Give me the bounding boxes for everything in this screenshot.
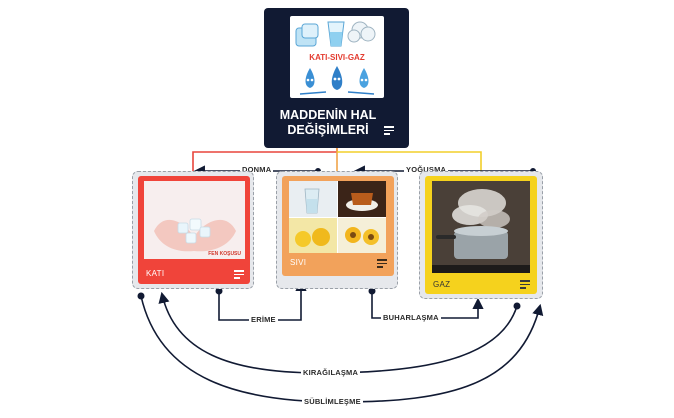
kati-watermark: FEN KOŞUSU [208,251,241,257]
label-sublimlesme: SÜBLİMLEŞME [302,397,363,406]
dot-sublimlesme [137,292,145,300]
states-illustration: KATI-SIVI-GAZ [290,16,384,98]
dot-buharlasma [368,287,376,295]
root-title: MADDENİN HAL DEĞİŞİMLERİ [264,108,392,138]
kati-label: KATI [146,269,165,278]
menu-icon[interactable] [377,259,387,268]
kati-card[interactable]: FEN KOŞUSU KATI [138,176,250,284]
label-yogusma: YOĞUŞMA [404,165,449,174]
gaz-image [432,181,530,273]
menu-icon[interactable] [384,126,394,135]
sivi-label: SIVI [290,258,307,267]
root-title-line1: MADDENİN HAL [279,108,377,122]
branch-line-gaz [337,151,482,174]
sivi-card[interactable]: SIVI [282,176,394,276]
sivi-image [289,181,386,253]
illustration-caption: KATI-SIVI-GAZ [309,53,365,62]
dot-erime [215,287,223,295]
gaz-card[interactable]: GAZ [425,176,537,294]
menu-icon[interactable] [520,280,530,289]
kati-image: FEN KOŞUSU [144,181,245,259]
label-buharlasma: BUHARLAŞMA [381,313,441,322]
label-donma: DONMA [240,165,274,174]
label-erime: ERİME [249,315,278,324]
menu-icon[interactable] [234,270,244,279]
gaz-label: GAZ [433,280,451,289]
label-kiragilasma: KIRAĞILAŞMA [301,368,361,377]
root-topic-card[interactable]: KATI-SIVI-GAZ MADDENİN HAL DEĞİŞİMLERİ [264,8,409,148]
root-title-line2: DEĞİŞİMLERİ [287,123,369,137]
dot-kiragilasma [513,302,521,310]
arrow-kiragilasma [158,291,518,374]
